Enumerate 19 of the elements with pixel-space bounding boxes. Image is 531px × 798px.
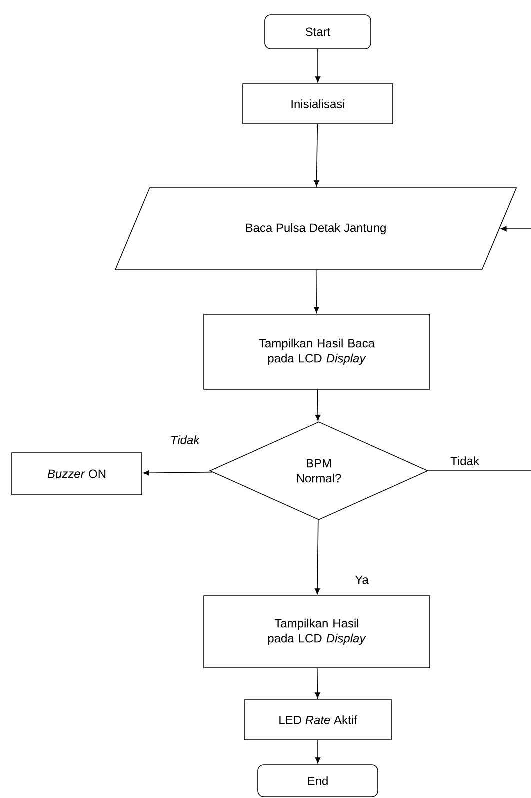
edge-label: Tidak xyxy=(450,456,480,466)
terminal-box: End xyxy=(258,764,378,798)
arrow xyxy=(314,520,320,595)
arrow xyxy=(314,270,320,314)
terminal-box: Start xyxy=(264,14,372,50)
process-box: LED Rate Aktif xyxy=(244,700,392,740)
process-box: Inisialisasi xyxy=(242,84,394,124)
edge-label: Ya xyxy=(354,574,370,586)
arrow xyxy=(314,124,320,187)
arrow xyxy=(315,740,321,764)
process-box: Tampilkan Hasil Baca pada LCD Display xyxy=(204,314,430,390)
process-box: Buzzer ON xyxy=(12,452,142,496)
arrow xyxy=(500,226,531,232)
edge-label: Tidak xyxy=(169,434,201,446)
arrow xyxy=(143,470,213,476)
arrow xyxy=(315,49,321,83)
arrow xyxy=(315,390,321,421)
process-box: Tampilkan Hasil pada LCD Display xyxy=(204,596,430,668)
arrow xyxy=(315,668,320,699)
